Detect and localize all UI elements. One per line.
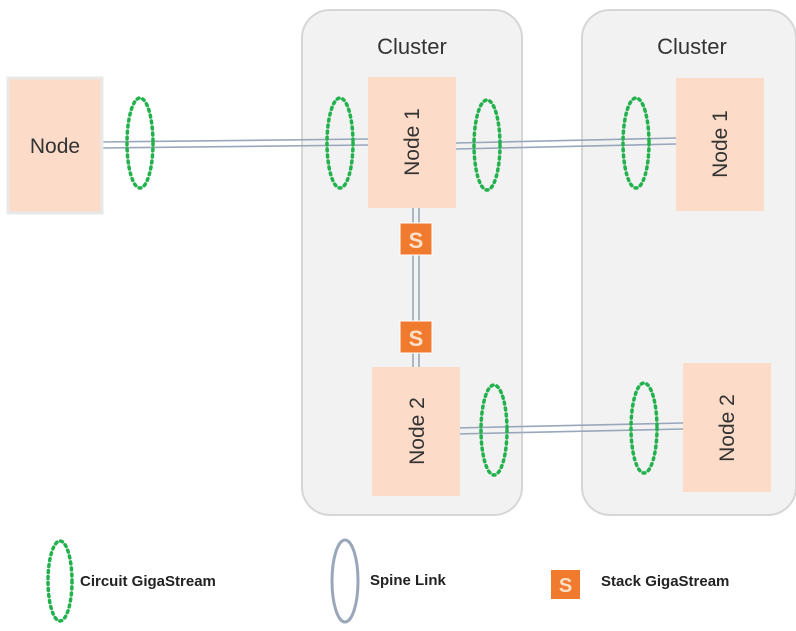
spine-link-icon [330, 538, 360, 624]
stack-gigastream-icon: S [551, 570, 580, 599]
svg-text:S: S [409, 228, 424, 253]
legend-label-stack: Stack GigaStream [601, 573, 729, 590]
cluster-1-box [301, 9, 523, 516]
cluster-1-node-2: Node 2 [372, 367, 460, 496]
legend-item-spine: Spine Link [330, 538, 447, 624]
circuit-ring-icon [325, 96, 355, 190]
spine-link-node-to-c1n1 [101, 138, 369, 149]
circuit-ring-icon [621, 96, 651, 190]
legend-label-spine: Spine Link [370, 572, 447, 589]
cluster-2-node-1-label: Node 1 [709, 110, 732, 178]
cluster-1-node-2-label: Node 2 [406, 397, 429, 465]
circuit-ring-icon [472, 98, 502, 192]
svg-text:S: S [409, 326, 424, 351]
cluster-1-title: Cluster [377, 34, 447, 59]
stack-gigastream-icon: S [399, 320, 433, 354]
legend-item-circuit: Circuit GigaStream [46, 539, 216, 623]
legend-label-circuit: Circuit GigaStream [80, 573, 216, 590]
legend: Circuit GigaStream Spine Link S Stack Gi… [46, 538, 729, 624]
circuit-ring-icon [629, 381, 659, 475]
node-standalone: Node [6, 76, 104, 215]
cluster-2-node-1: Node 1 [676, 78, 764, 211]
circuit-ring-icon [479, 383, 509, 477]
cluster-1: Cluster [301, 9, 523, 516]
spine-link-c1n1-to-c2n1 [455, 137, 677, 150]
node-standalone-label: Node [30, 135, 80, 158]
circuit-ring-icon [125, 96, 155, 190]
stack-gigastream-icon: S [399, 222, 433, 256]
svg-text:S: S [559, 575, 572, 597]
cluster-2-title: Cluster [657, 34, 727, 59]
cluster-1-node-1: Node 1 [368, 77, 456, 208]
cluster-1-node-1-label: Node 1 [401, 108, 424, 176]
legend-item-stack: S Stack GigaStream [551, 570, 729, 599]
cluster-2-node-2-label: Node 2 [716, 394, 739, 462]
cluster-2-node-2: Node 2 [683, 363, 771, 492]
circuit-ring-icon [46, 539, 74, 623]
spine-link-c1n2-to-c2n2 [455, 422, 684, 435]
